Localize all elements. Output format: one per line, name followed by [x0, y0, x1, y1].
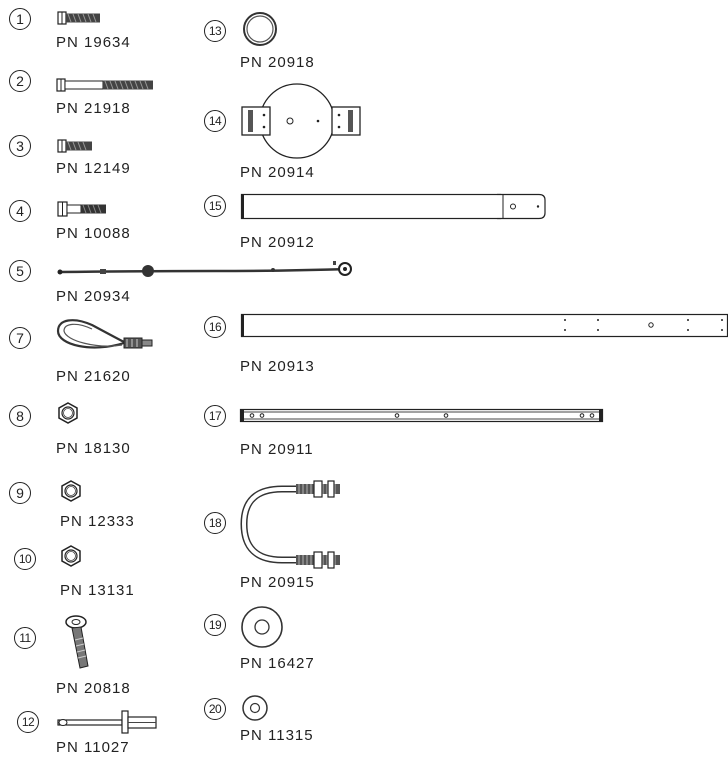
rivet-icon: [57, 709, 163, 735]
part-number-label: PN 11027: [56, 739, 130, 756]
ring-icon: [242, 10, 278, 48]
eye-bolt-icon: [62, 614, 102, 672]
callout-14: 14: [204, 110, 226, 132]
channel-bar-icon: [239, 408, 604, 423]
part-number-label: PN 10088: [56, 225, 131, 242]
callout-12: 12: [17, 711, 39, 733]
short-bolt-icon: [57, 201, 112, 217]
part-number-label: PN 20818: [56, 680, 131, 697]
small-washer-icon: [241, 694, 269, 722]
cable-loop-icon: [52, 313, 157, 358]
callout-11: 11: [14, 627, 36, 649]
callout-18: 18: [204, 512, 226, 534]
callout-1: 1: [9, 8, 31, 30]
part-number-label: PN 20915: [240, 574, 315, 591]
callout-20: 20: [204, 698, 226, 720]
large-washer-icon: [240, 605, 284, 649]
callout-7: 7: [9, 327, 31, 349]
callout-13: 13: [204, 20, 226, 42]
long-flat-bar-icon: [240, 313, 728, 338]
flat-strap-icon: [240, 193, 546, 220]
part-number-label: PN 21918: [56, 100, 131, 117]
callout-16: 16: [204, 316, 226, 338]
part-number-label: PN 20918: [240, 54, 315, 71]
short-bolt-icon: [57, 138, 98, 154]
callout-9: 9: [9, 482, 31, 504]
callout-4: 4: [9, 200, 31, 222]
part-number-label: PN 16427: [240, 655, 315, 672]
part-number-label: PN 20911: [240, 441, 314, 458]
part-number-label: PN 20934: [56, 288, 131, 305]
part-number-label: PN 11315: [240, 727, 314, 744]
part-number-label: PN 20913: [240, 358, 315, 375]
u-bolt-icon: [236, 478, 348, 572]
callout-2: 2: [9, 70, 31, 92]
part-number-label: PN 18130: [56, 440, 131, 457]
callout-15: 15: [204, 195, 226, 217]
callout-8: 8: [9, 405, 31, 427]
callout-10: 10: [14, 548, 36, 570]
hex-nut-icon: [60, 545, 82, 567]
cable-with-ferrules-icon: [55, 259, 360, 281]
callout-19: 19: [204, 614, 226, 636]
part-number-label: PN 13131: [60, 582, 135, 599]
long-bolt-icon: [56, 77, 157, 93]
hex-nut-icon: [60, 480, 82, 502]
part-number-label: PN 21620: [56, 368, 131, 385]
part-number-label: PN 20914: [240, 164, 315, 181]
part-number-label: PN 12333: [60, 513, 135, 530]
part-number-label: PN 20912: [240, 234, 315, 251]
part-number-label: PN 12149: [56, 160, 131, 177]
callout-5: 5: [9, 260, 31, 282]
hex-nut-icon: [57, 402, 79, 424]
callout-3: 3: [9, 135, 31, 157]
part-number-label: PN 19634: [56, 34, 131, 51]
disc-bracket-icon: [240, 80, 365, 162]
callout-17: 17: [204, 405, 226, 427]
short-bolt-icon: [57, 10, 102, 26]
